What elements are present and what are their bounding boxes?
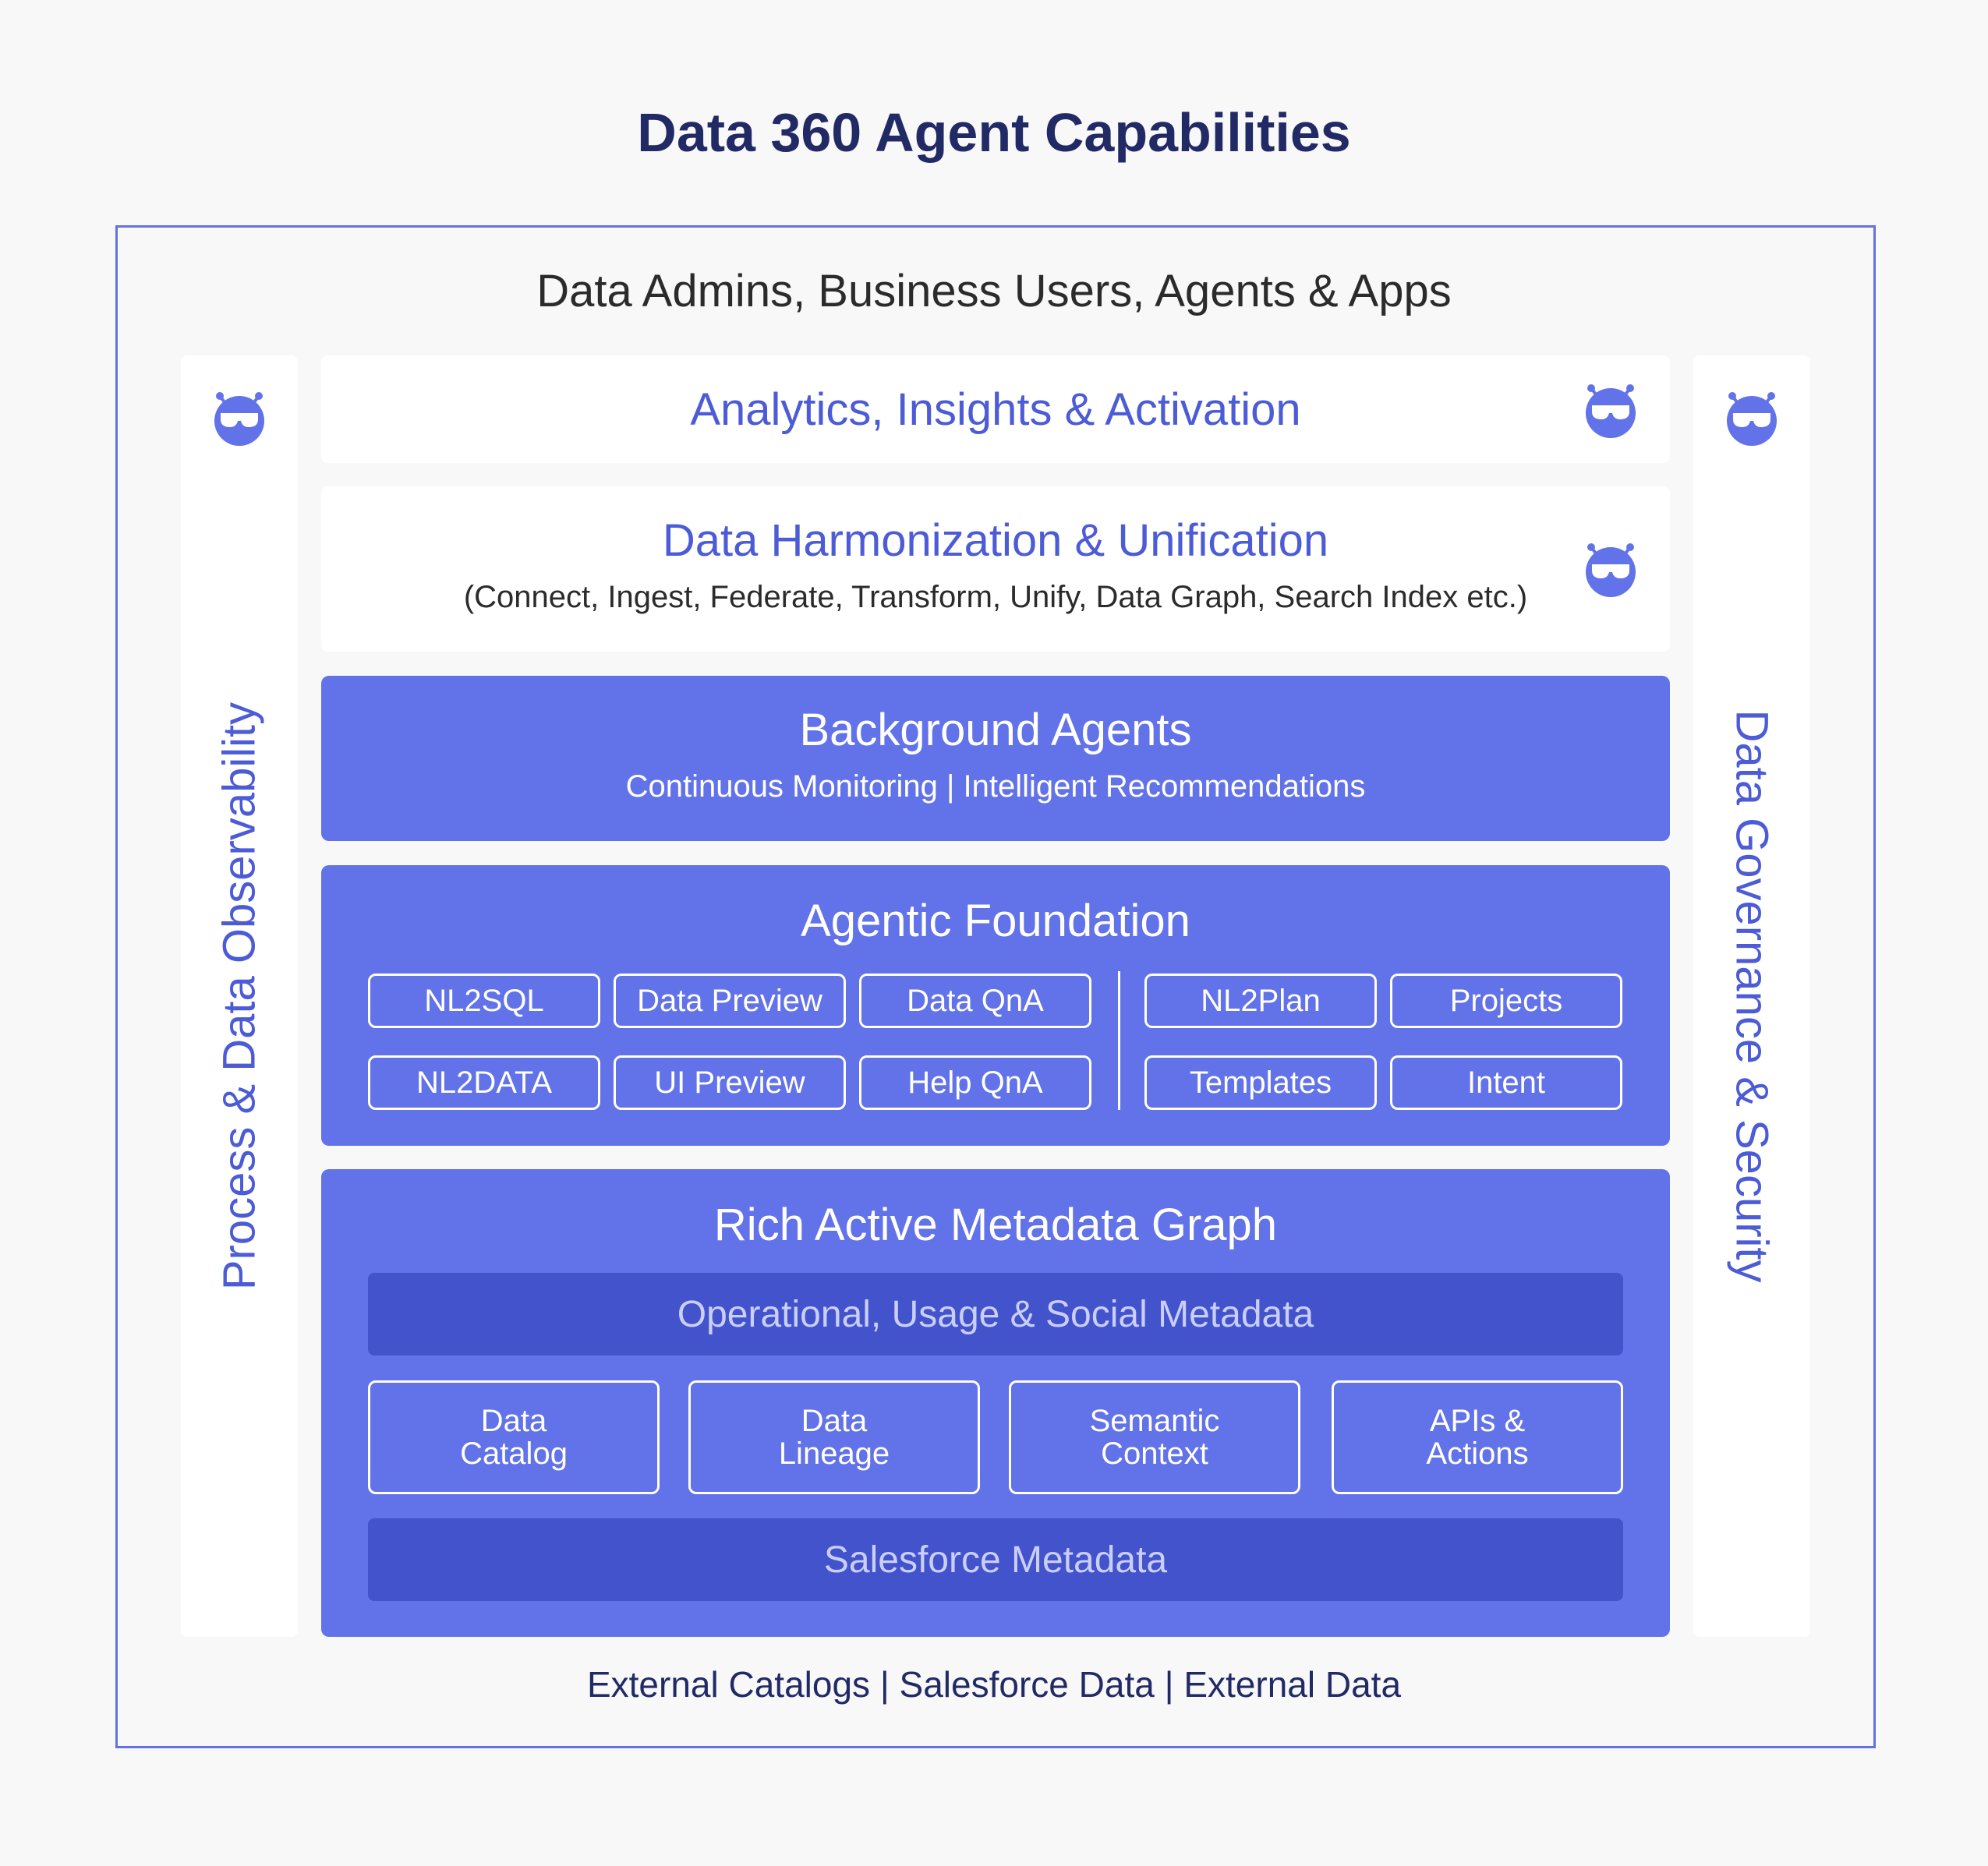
card-data-lineage: Data Lineage (688, 1380, 980, 1494)
chip-nl2data: NL2DATA (368, 1055, 600, 1110)
agent-robot-icon (1583, 541, 1639, 597)
harmonization-subtitle: (Connect, Ingest, Federate, Transform, U… (463, 580, 1528, 614)
harmonization-title: Data Harmonization & Unification (662, 515, 1329, 566)
background-agents-subtitle: Continuous Monitoring | Intelligent Reco… (625, 769, 1366, 804)
right-pillar-label: Data Governance & Security (1726, 709, 1778, 1283)
chip-data-preview: Data Preview (614, 974, 846, 1028)
chip-ui-preview: UI Preview (614, 1055, 846, 1110)
chip-help-qna: Help QnA (859, 1055, 1091, 1110)
chip-intent: Intent (1390, 1055, 1622, 1110)
right-pillar: Data Governance & Security (1693, 355, 1810, 1637)
card-apis-actions: APIs & Actions (1332, 1380, 1623, 1494)
chip-projects: Projects (1390, 974, 1622, 1028)
card-data-catalog: Data Catalog (368, 1380, 660, 1494)
analytics-title: Analytics, Insights & Activation (690, 384, 1301, 435)
harmonization-layer: Data Harmonization & Unification (Connec… (321, 486, 1670, 652)
chip-data-qna: Data QnA (859, 974, 1091, 1028)
audience-label: Data Admins, Business Users, Agents & Ap… (536, 266, 1452, 316)
operational-metadata-band: Operational, Usage & Social Metadata (368, 1273, 1623, 1355)
agent-robot-icon (1583, 382, 1639, 438)
chip-nl2plan: NL2Plan (1144, 974, 1377, 1028)
analytics-layer: Analytics, Insights & Activation (321, 355, 1670, 463)
agent-robot-icon (211, 390, 267, 446)
chip-templates: Templates (1144, 1055, 1377, 1110)
agentic-foundation-title: Agentic Foundation (801, 896, 1190, 946)
metadata-graph-layer: Rich Active Metadata Graph Operational, … (321, 1169, 1670, 1637)
chip-nl2sql: NL2SQL (368, 974, 600, 1028)
background-agents-title: Background Agents (799, 705, 1192, 755)
card-semantic-context: Semantic Context (1009, 1380, 1300, 1494)
background-agents-layer: Background Agents Continuous Monitoring … (321, 676, 1670, 841)
left-pillar-label: Process & Data Observability (214, 702, 265, 1291)
diagram-title: Data 360 Agent Capabilities (637, 102, 1351, 163)
agent-robot-icon (1724, 390, 1780, 446)
data-sources-label: External Catalogs | Salesforce Data | Ex… (586, 1664, 1402, 1705)
left-pillar: Process & Data Observability (181, 355, 298, 1637)
agentic-foundation-layer: Agentic Foundation NL2SQL Data Preview D… (321, 865, 1670, 1146)
salesforce-metadata-band: Salesforce Metadata (368, 1518, 1623, 1601)
metadata-graph-title: Rich Active Metadata Graph (713, 1200, 1278, 1250)
chip-group-divider (1118, 971, 1120, 1110)
